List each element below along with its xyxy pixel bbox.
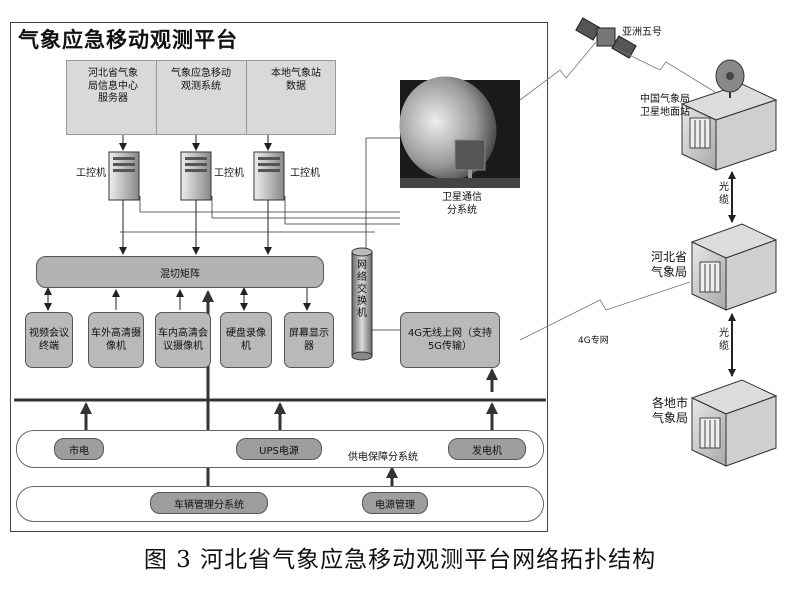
device-interior-camera: 车内高清会议摄像机: [155, 312, 211, 368]
satellite-icon: [575, 17, 637, 59]
data-source-panel: [66, 60, 336, 135]
city-bureaus-building-icon: [690, 379, 778, 467]
pc3-icon: [253, 151, 285, 201]
device-screen-display: 屏幕显示器: [284, 312, 334, 368]
network-switch-icon: [351, 247, 373, 361]
ipc-label-3: 工控机: [290, 168, 320, 179]
fiber-label-2: 光缆: [719, 328, 729, 352]
network-switch-label: 网络交换机: [357, 260, 367, 319]
satellite-dish-photo: [399, 76, 520, 188]
ground-station-building-icon: [680, 59, 778, 171]
satellite-subsystem-label: 卫星通信分系统: [442, 192, 482, 216]
figure-caption: 图 3 河北省气象应急移动观测平台网络拓扑结构: [143, 547, 657, 573]
management-row: [16, 486, 544, 522]
power-management: 电源管理: [362, 492, 428, 514]
pc2-icon: [180, 151, 212, 201]
device-disk-recorder: 硬盘录像机: [220, 312, 272, 368]
ipc-label-1: 工控机: [76, 168, 106, 179]
source-mobile-observation: 气象应急移动观测系统: [171, 68, 231, 92]
ground-station-label: 中国气象局卫星地面站: [640, 94, 690, 118]
city-bureaus-label: 各地市气象局: [651, 396, 688, 425]
power-mains: 市电: [54, 438, 104, 460]
satellite-label: 亚洲五号: [622, 27, 662, 38]
pc1-icon: [108, 151, 140, 201]
power-ups: UPS电源: [236, 438, 322, 460]
hebei-bureau-label: 河北省气象局: [650, 250, 687, 279]
link-4g-label: 4G专网: [578, 336, 609, 346]
panel-divider: [156, 60, 157, 135]
vehicle-management: 车辆管理分系统: [150, 492, 268, 514]
power-subsystem-label: 供电保障分系统: [348, 452, 418, 463]
panel-divider: [246, 60, 247, 135]
source-hebei-server: 河北省气象局信息中心服务器: [88, 68, 138, 104]
device-exterior-camera: 车外高清摄像机: [88, 312, 144, 368]
wireless-4g-module: 4G无线上网（支持5G传输）: [400, 312, 500, 368]
fiber-label-1: 光缆: [719, 182, 729, 206]
switching-matrix: 混切矩阵: [36, 256, 324, 288]
source-local-station: 本地气象站数据: [271, 68, 321, 92]
device-video-conference: 视频会议终端: [25, 312, 73, 368]
ipc-label-2: 工控机: [214, 168, 244, 179]
platform-title: 气象应急移动观测平台: [18, 28, 238, 52]
hebei-bureau-building-icon: [690, 223, 778, 311]
power-generator: 发电机: [448, 438, 526, 460]
